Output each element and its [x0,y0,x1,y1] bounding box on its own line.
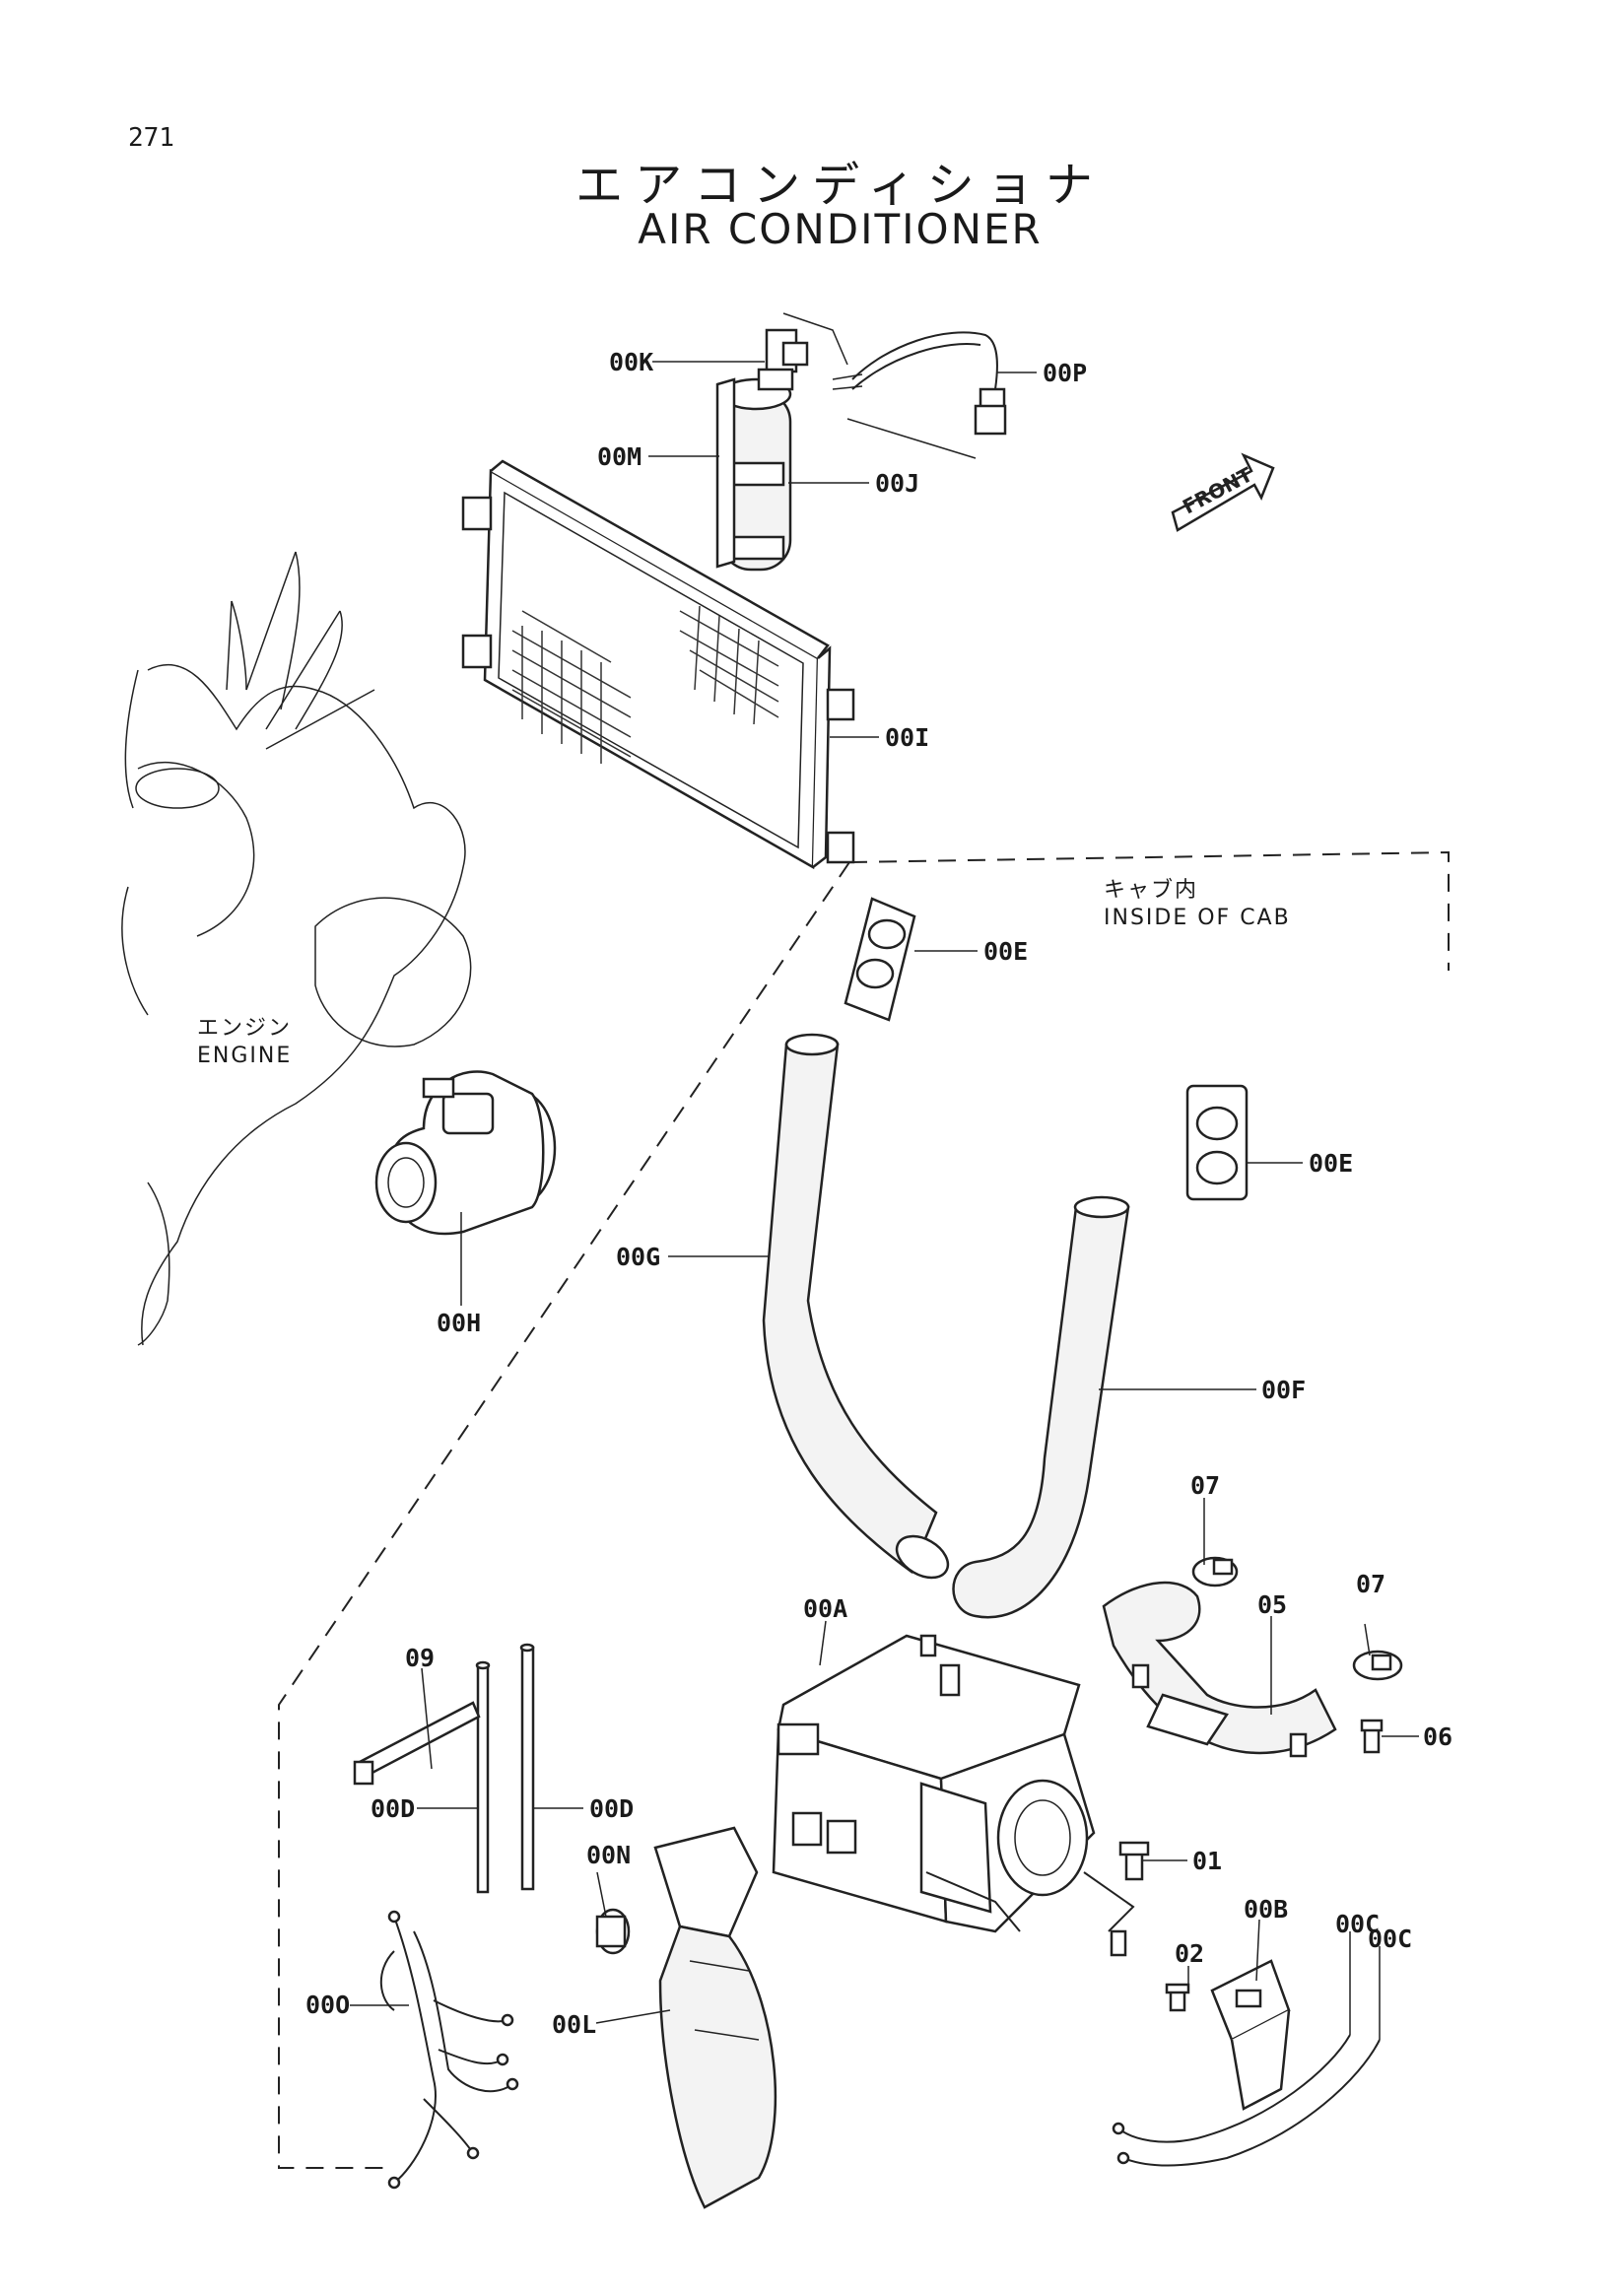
callout-00b: 00B [1244,1895,1289,1924]
callout-07-b: 07 [1356,1570,1386,1598]
cable-c [1112,1931,1381,2167]
engine [121,551,472,1346]
air-duct-l [653,1826,777,2209]
callout-06: 06 [1423,1722,1453,1751]
screw-06 [1360,1719,1384,1754]
inside-cab-en: INSIDE OF CAB [1104,905,1291,930]
callout-00l: 00L [552,2010,597,2039]
hose-clamp-lower [1352,1650,1403,1681]
callout-07-a: 07 [1190,1471,1221,1500]
wire-harness [379,1910,519,2190]
callout-00m: 00M [597,442,642,471]
hose-clamp-upper [1191,1556,1239,1587]
callout-00d-right: 00D [589,1794,635,1823]
page-number: 271 [128,123,174,153]
title-japanese: エアコンディショナ [575,158,1105,213]
switch-harness [782,312,1007,459]
engine-note: エンジン ENGINE [197,1015,292,1069]
duct-g [762,1033,950,1580]
callout-00c-a: 00C [1335,1910,1381,1938]
callout-00o: 00O [305,1991,351,2019]
inside-cab-jp: キャブ内 [1104,878,1199,903]
callout-00d-left: 00D [371,1794,416,1823]
callout-09: 09 [405,1644,436,1672]
duct-y-piece [1102,1581,1337,1758]
drier-bracket [715,377,736,569]
compressor [374,1070,557,1236]
callout-00j: 00J [875,469,920,498]
cable-tie [353,1701,481,1786]
screw-02 [1165,1983,1190,2012]
duct-connector-upper [844,897,916,1022]
callout-00i: 00I [885,723,930,752]
leader-lines [350,361,1419,2024]
bracket-b [1210,1959,1291,2111]
callout-01: 01 [1192,1847,1223,1875]
title-english: AIR CONDITIONER [638,205,1043,253]
callout-00g: 00G [616,1243,661,1271]
duct-f [952,1195,1130,1619]
condenser [461,459,855,870]
callout-00k: 00K [609,348,654,376]
callout-00c-b: 00C [1368,1925,1413,1953]
bolt-01 [1118,1841,1150,1881]
callout-00n: 00N [586,1841,632,1869]
callout-00a: 00A [803,1594,848,1623]
callout-00f: 00F [1261,1376,1307,1404]
rod-right [519,1643,535,1891]
engine-en: ENGINE [197,1043,293,1068]
inside-cab-note: キャブ内 INSIDE OF CAB [1104,877,1291,931]
cab-boundary [278,850,1450,2169]
duct-connector-right [1185,1084,1249,1201]
callout-05: 05 [1257,1590,1288,1619]
rod-left [475,1660,491,1894]
pressure-switch [757,328,809,391]
bolt-small [1110,1929,1127,1957]
callout-00e-right: 00E [1309,1149,1354,1178]
callout-00e-upper: 00E [983,937,1029,966]
front-arrow-icon: FRONT [1171,452,1275,532]
engine-jp: エンジン [197,1016,293,1041]
bushing-n [595,1908,631,1955]
callout-00h: 00H [437,1309,482,1337]
callout-00p: 00P [1043,359,1088,387]
ac-unit [772,1634,1135,1933]
callout-02: 02 [1175,1939,1205,1968]
